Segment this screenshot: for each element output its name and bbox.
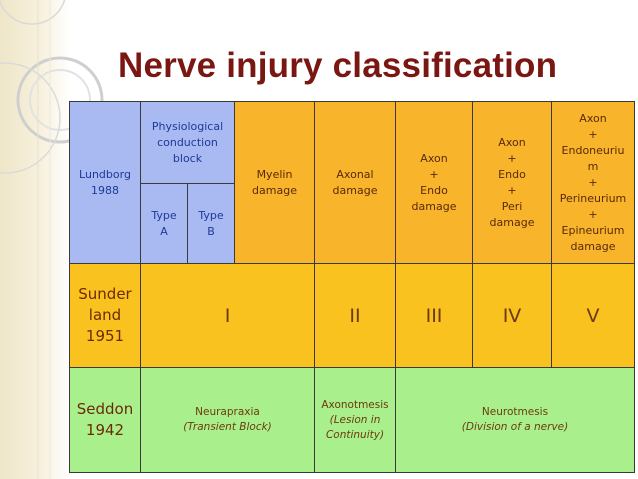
type-b-cell: Type B <box>187 183 235 264</box>
axon-endo-peri-damage-cell: Axon + Endo + Peri damage <box>472 101 552 264</box>
neurotmesis-cell: Neurotmesis (Division of a nerve) <box>395 367 635 473</box>
physiological-block-cell: Physiological conduction block <box>140 101 235 184</box>
sunderland-grade-4: IV <box>472 263 552 368</box>
axonotmesis-cell: Axonotmesis (Lesion in Continuity) <box>314 367 396 473</box>
classification-table: Lundborg 1988 Physiological conduction b… <box>69 101 635 473</box>
lundborg-label: Lundborg 1988 <box>69 101 141 264</box>
slide-title: Nerve injury classification <box>118 46 558 85</box>
decorative-side-strip <box>0 0 70 479</box>
sunderland-label: Sunder land 1951 <box>69 263 141 368</box>
axonal-damage-cell: Axonal damage <box>314 101 396 264</box>
neurapraxia-cell: Neurapraxia (Transient Block) <box>140 367 315 473</box>
sunderland-grade-3: III <box>395 263 473 368</box>
sunderland-grade-1: I <box>140 263 315 368</box>
axon-endo-damage-cell: Axon + Endo damage <box>395 101 473 264</box>
type-a-cell: Type A <box>140 183 188 264</box>
sunderland-grade-2: II <box>314 263 396 368</box>
seddon-label: Seddon 1942 <box>69 367 141 473</box>
myelin-damage-cell: Myelin damage <box>234 101 315 264</box>
sunderland-grade-5: V <box>551 263 635 368</box>
axon-full-damage-cell: Axon + Endoneuriu m + Perineurium + Epin… <box>551 101 635 264</box>
